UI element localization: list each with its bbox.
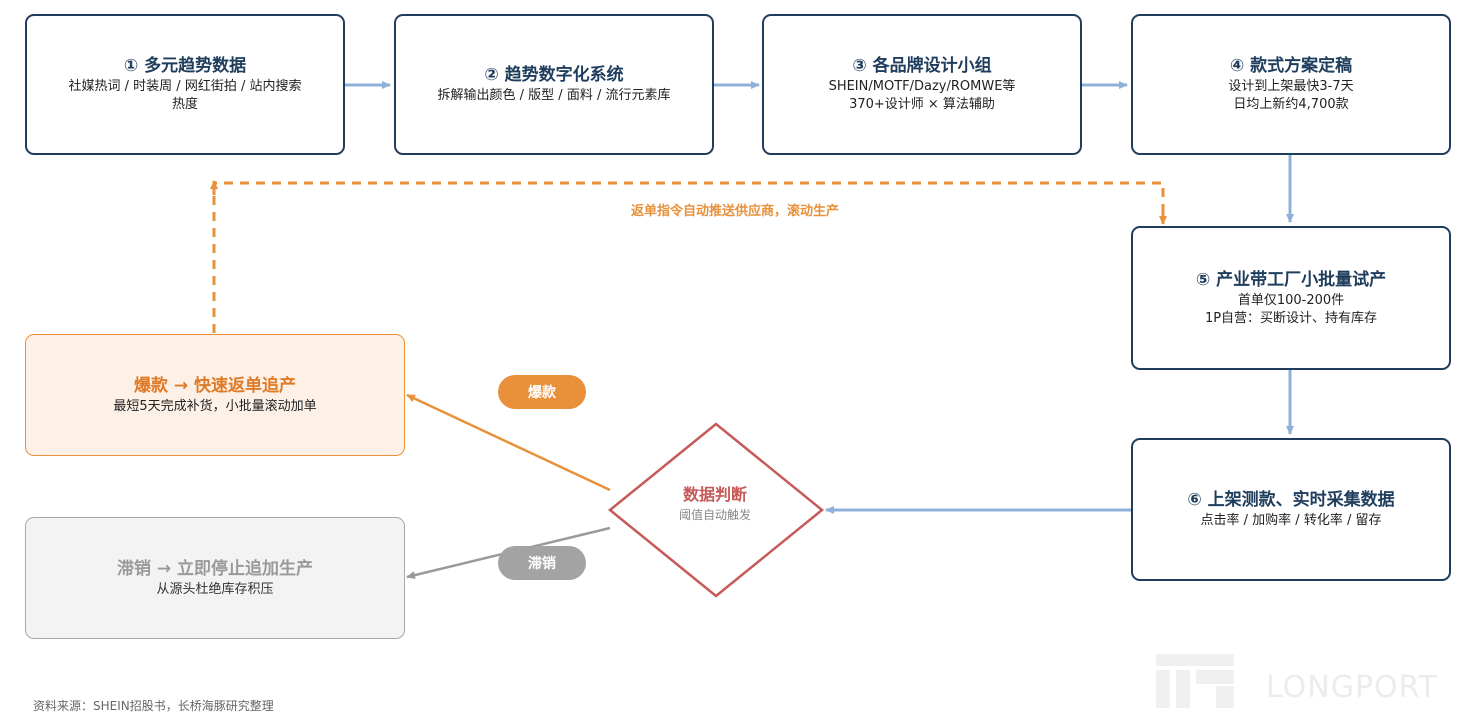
slow-outcome-title: 滞销 → 立即停止追加生产 — [116, 558, 314, 579]
step-3-box: ③ 各品牌设计小组 SHEIN/MOTF/Dazy/ROMWE等 370+设计师… — [762, 14, 1082, 155]
step-4-box: ④ 款式方案定稿 设计到上架最快3-7天 日均上新约4,700款 — [1131, 14, 1451, 155]
source-note: 资料来源：SHEIN招股书，长桥海豚研究整理 — [33, 699, 274, 713]
step-1-title: ① 多元趋势数据 — [123, 56, 247, 76]
longport-watermark: LONGPORT — [1156, 652, 1456, 710]
longport-logo-icon — [1156, 654, 1234, 708]
step-5-line-1: 首单仅100-200件 — [1237, 292, 1345, 308]
step-4-title: ④ 款式方案定稿 — [1229, 56, 1353, 76]
step-5-box: ⑤ 产业带工厂小批量试产 首单仅100-200件 1P自营：买断设计、持有库存 — [1131, 226, 1451, 370]
feedback-label: 返单指令自动推送供应商，滚动生产 — [630, 204, 839, 219]
hot-outcome-line: 最短5天完成补货，小批量滚动加单 — [113, 398, 317, 414]
arrow-decision-hot — [406, 393, 611, 492]
step-6-line-1: 点击率 / 加购率 / 转化率 / 留存 — [1200, 513, 1382, 528]
step-4-line-1: 设计到上架最快3-7天 — [1228, 79, 1354, 94]
slow-pill: 滞销 — [498, 546, 586, 580]
decision-title: 数据判断 — [682, 485, 747, 504]
step-3-title: ③ 各品牌设计小组 — [852, 56, 992, 76]
step-1-line-1: 社媒热词 / 时装周 / 网红街拍 / 站内搜索 — [68, 79, 302, 94]
step-5-title: ⑤ 产业带工厂小批量试产 — [1195, 269, 1387, 290]
slow-outcome-line: 从源头杜绝库存积压 — [156, 581, 274, 597]
step-2-line-1: 拆解输出颜色 / 版型 / 面料 / 流行元素库 — [437, 88, 671, 103]
step-3-line-2: 370+设计师 × 算法辅助 — [849, 97, 995, 112]
decision-diamond — [608, 422, 824, 598]
watermark-text: LONGPORT — [1266, 670, 1438, 705]
step-2-title: ② 趋势数字化系统 — [484, 65, 624, 85]
step-5-line-2: 1P自营：买断设计、持有库存 — [1204, 310, 1378, 326]
step-4-line-2: 日均上新约4,700款 — [1233, 97, 1349, 112]
step-6-box: ⑥ 上架测款、实时采集数据 点击率 / 加购率 / 转化率 / 留存 — [1131, 438, 1451, 581]
feedback-loop-line — [212, 181, 1165, 333]
hot-outcome-title: 爆款 → 快速返单追产 — [133, 375, 297, 396]
step-1-box: ① 多元趋势数据 社媒热词 / 时装周 / 网红街拍 / 站内搜索 热度 — [25, 14, 345, 155]
step-2-box: ② 趋势数字化系统 拆解输出颜色 / 版型 / 面料 / 流行元素库 — [394, 14, 714, 155]
hot-pill: 爆款 — [498, 375, 586, 409]
hot-outcome-box: 爆款 → 快速返单追产 最短5天完成补货，小批量滚动加单 — [25, 334, 405, 456]
step-3-line-1: SHEIN/MOTF/Dazy/ROMWE等 — [828, 79, 1016, 94]
decision-subtitle: 阈值自动触发 — [678, 508, 751, 522]
decision-label: 数据判断 阈值自动触发 — [615, 484, 815, 524]
step-6-title: ⑥ 上架测款、实时采集数据 — [1187, 490, 1395, 510]
slow-outcome-box: 滞销 → 立即停止追加生产 从源头杜绝库存积压 — [25, 517, 405, 639]
step-1-line-2: 热度 — [171, 97, 198, 112]
